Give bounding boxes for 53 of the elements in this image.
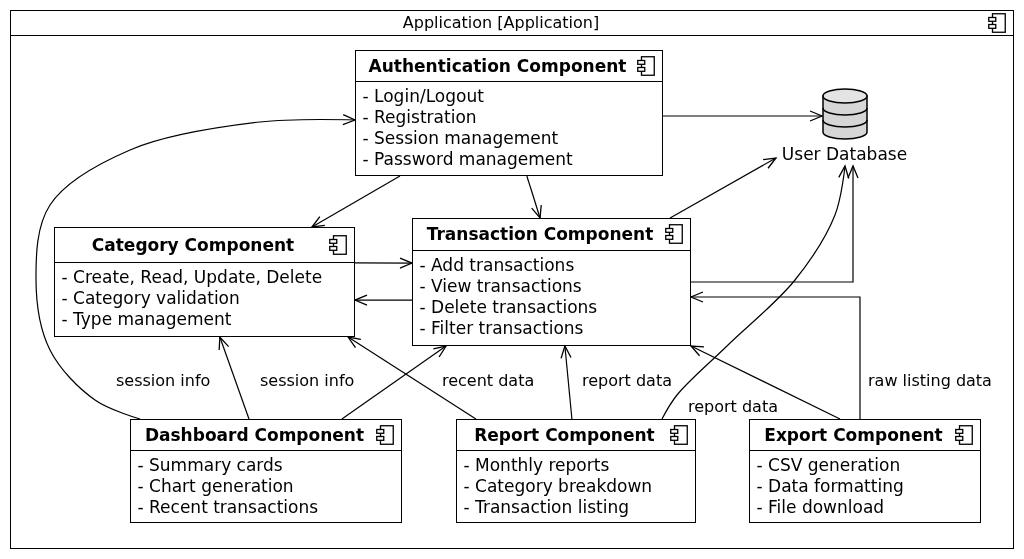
component-title: Export Component <box>764 424 943 445</box>
component-title: Category Component <box>91 234 295 255</box>
arrow <box>526 175 542 219</box>
node-label: User Database <box>781 143 908 164</box>
list-item: - Chart generation <box>137 475 294 497</box>
list-item: - Recent transactions <box>137 496 319 518</box>
component-box <box>748 418 981 523</box>
list-item: - Password management <box>362 148 573 170</box>
arrow <box>669 157 777 219</box>
list-item: - Summary cards <box>137 454 283 476</box>
list-item: - Session management <box>362 127 559 149</box>
list-item: - File download <box>756 496 885 518</box>
arrow <box>35 114 356 420</box>
arrow <box>690 345 841 420</box>
list-item: - Login/Logout <box>362 85 484 107</box>
list-item: - Data formatting <box>756 475 904 497</box>
arrow <box>354 257 413 269</box>
component-box <box>53 226 355 337</box>
list-item: - Filter transactions <box>419 317 584 339</box>
list-item: - Type management <box>61 308 232 330</box>
arrow <box>560 345 573 420</box>
frame-title: Application [Application] <box>402 13 600 33</box>
list-item: - Add transactions <box>419 254 575 276</box>
edge-label: report data <box>580 372 674 390</box>
arrow <box>354 294 413 306</box>
component-box <box>411 217 691 346</box>
list-item: - Delete transactions <box>419 296 598 318</box>
arrow <box>347 336 477 420</box>
arrow <box>218 336 250 420</box>
list-item: - View transactions <box>419 275 582 297</box>
list-item: - CSV generation <box>756 454 901 476</box>
component-box <box>129 418 402 523</box>
component-title: Authentication Component <box>368 55 627 76</box>
container-frame <box>10 10 1014 549</box>
component-box <box>354 49 663 176</box>
arrow <box>311 175 401 228</box>
list-item: - Category validation <box>61 287 240 309</box>
list-item: - Registration <box>362 106 477 128</box>
component-title: Dashboard Component <box>144 424 365 445</box>
list-item: - Transaction listing <box>463 496 629 518</box>
list-item: - Create, Read, Update, Delete <box>61 266 323 288</box>
arrow <box>341 345 447 420</box>
edge-label: report data <box>686 398 780 416</box>
component-title: Report Component <box>474 424 655 445</box>
component-title: Transaction Component <box>426 224 654 244</box>
component-box <box>455 418 696 523</box>
list-item: - Category breakdown <box>463 475 653 497</box>
arrow <box>690 165 859 283</box>
edge-label: raw listing data <box>866 372 994 390</box>
arrow <box>661 165 850 420</box>
arrow <box>690 291 861 420</box>
list-item: - Monthly reports <box>463 454 610 476</box>
arrow <box>662 110 823 122</box>
